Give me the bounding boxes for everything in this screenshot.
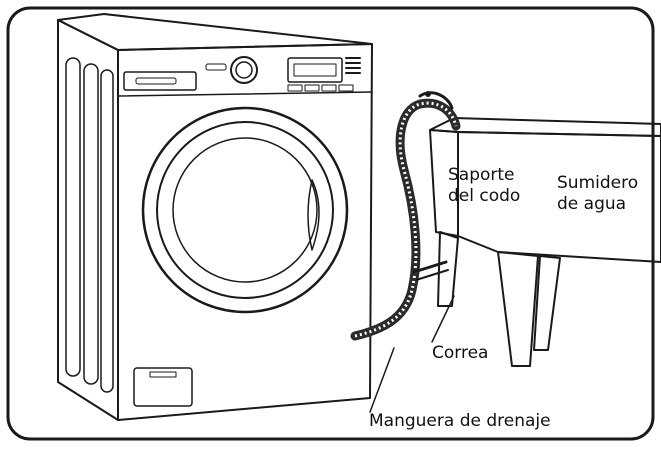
- program-dial-inner: [235, 61, 253, 79]
- detergent-drawer: [123, 71, 197, 91]
- door-inner-ring: [156, 121, 334, 299]
- sink-front-face: [457, 131, 661, 263]
- sink-leg-rear: [533, 255, 561, 351]
- power-button: [205, 63, 227, 71]
- option-button: [321, 84, 337, 92]
- elbow-support-label-line1: Saporte: [448, 165, 515, 185]
- hose-leader-line: [369, 347, 395, 413]
- display-panel: [287, 57, 343, 83]
- drain-sink-label-line1: Sumidero: [557, 173, 638, 193]
- filter-access-panel: [133, 367, 193, 407]
- door-glass: [172, 137, 318, 283]
- elbow-support-tip: [425, 91, 431, 97]
- drawer-handle: [135, 77, 177, 85]
- strap-band: [415, 269, 449, 281]
- sink-front-leg: [437, 231, 459, 307]
- sink-leg: [497, 251, 539, 367]
- panel-divider: [117, 91, 373, 97]
- drain-sink-label-line2: de agua: [557, 194, 626, 214]
- side-groove: [100, 69, 114, 393]
- elbow-support-clip: [418, 91, 454, 110]
- drain-hose: [350, 91, 461, 341]
- strap-leader-line: [431, 295, 455, 343]
- option-button: [304, 84, 320, 92]
- machine-side: [57, 19, 119, 421]
- drain-hose-label: Manguera de drenaje: [369, 411, 551, 431]
- machine-front: [117, 43, 373, 421]
- strap: [412, 260, 448, 274]
- door-outer-ring: [141, 106, 349, 314]
- display-screen: [293, 63, 337, 77]
- side-groove: [65, 57, 81, 377]
- drain-sink: [429, 117, 661, 367]
- filter-panel-tab: [149, 371, 177, 378]
- side-groove: [83, 63, 99, 385]
- elbow-support-label-line2: del codo: [448, 186, 520, 206]
- door-handle: [307, 179, 320, 251]
- washing-machine: [57, 13, 373, 421]
- hose-body: [350, 98, 461, 341]
- strap-label: Correa: [432, 343, 488, 363]
- program-dial-icon: [230, 56, 258, 84]
- option-button: [338, 84, 354, 92]
- frame-border: [6, 6, 655, 441]
- option-button: [287, 84, 303, 92]
